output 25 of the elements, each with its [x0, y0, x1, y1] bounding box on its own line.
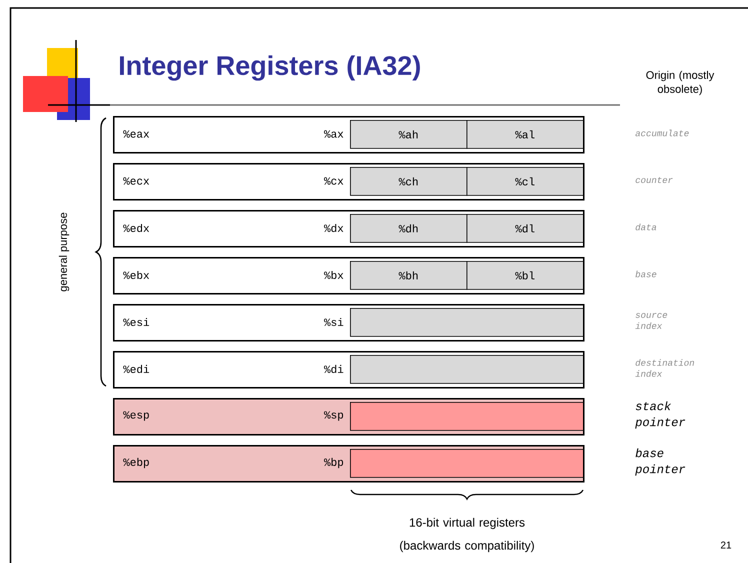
side-label: general purpose [58, 212, 70, 292]
register-part-box [350, 402, 584, 431]
origin-label: accumulate [636, 130, 689, 136]
column-heading: Origin (mostly obsolete) [646, 70, 714, 96]
register-half-box: %ah [350, 120, 468, 149]
origin-label: base pointer [635, 448, 686, 476]
title: Integer Registers (IA32) [120, 55, 420, 81]
origin-label: source index [635, 313, 668, 329]
register-half-box: %bl [466, 261, 584, 290]
register-half-box: %dh [350, 214, 468, 243]
register-part-box [350, 355, 584, 384]
brace-label: 16-bit virtual registers (backwards compatibility) [400, 518, 534, 552]
register-part-box [350, 448, 584, 478]
origin-label: data [636, 224, 656, 230]
origin-label: base [636, 270, 656, 278]
page-number: 21 [720, 542, 732, 548]
register-half-box: %bh [350, 261, 468, 290]
origin-label: stack pointer [635, 401, 686, 429]
register-half-box: %cl [466, 167, 584, 196]
register-half-box: %al [466, 120, 584, 149]
origin-label: destination index [635, 359, 694, 377]
register-half-box: %ch [350, 167, 468, 196]
origin-label: counter [636, 176, 673, 184]
register-part-box [350, 308, 584, 337]
register-half-box: %dl [466, 214, 584, 243]
